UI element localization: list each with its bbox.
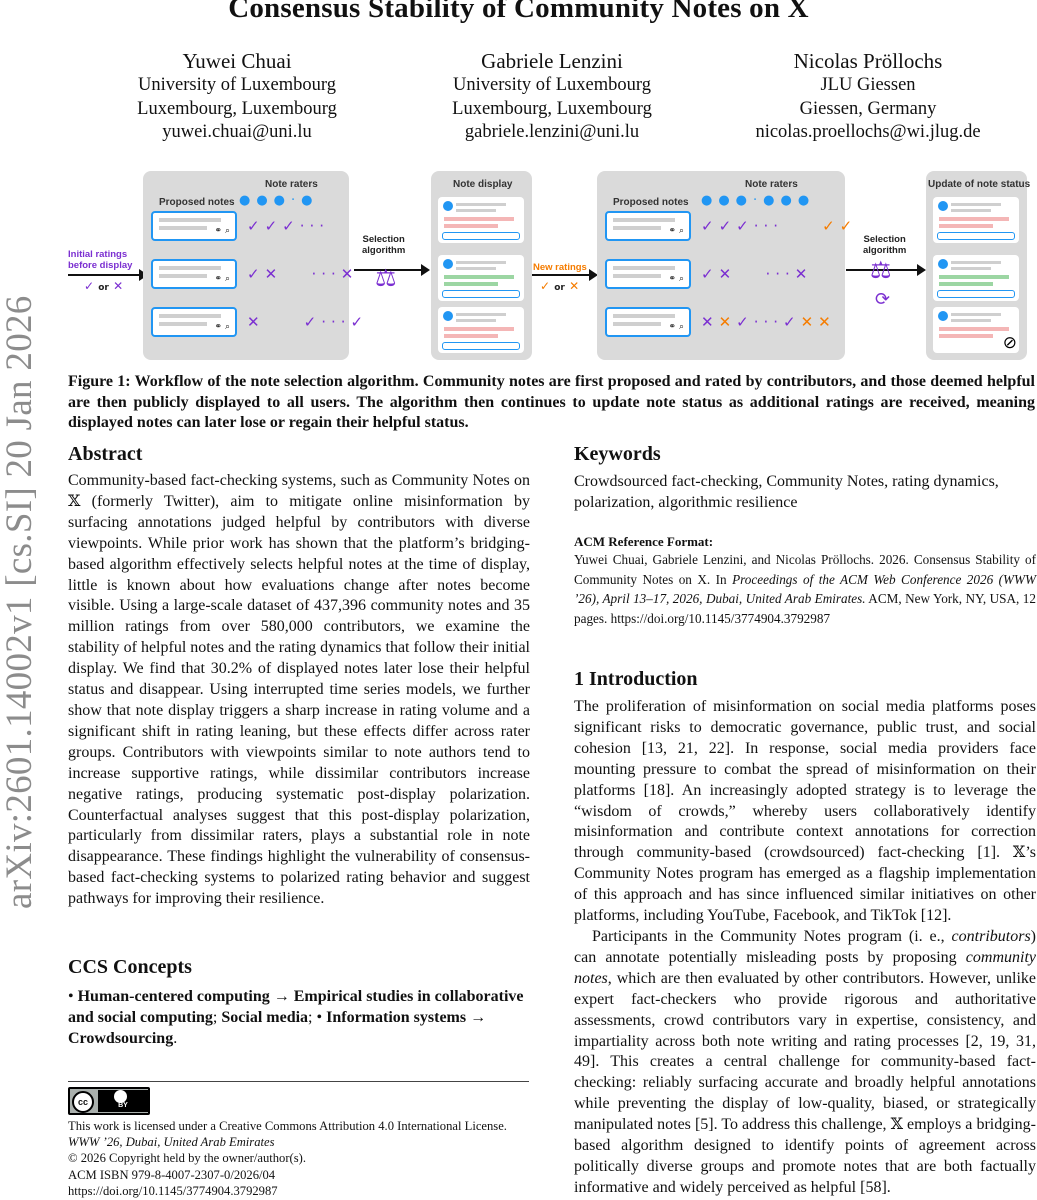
author-location: Luxembourg, Luxembourg <box>137 98 337 119</box>
author-affiliation: JLU Giessen <box>820 75 916 95</box>
raters-icon: ●●●·●●● <box>701 193 816 208</box>
paper-title: Consensus Stability of Community Notes o… <box>228 0 809 24</box>
displayed-note-card <box>933 255 1019 301</box>
acm-reference: Yuwei Chuai, Gabriele Lenzini, and Nicol… <box>574 552 1036 626</box>
introduction-heading: 1 Introduction <box>574 668 698 690</box>
note-card: ⚭ ⌕ <box>605 211 691 241</box>
proposed-notes-panel: Proposed notes Note raters ●●●·●●● ⚭ ⌕ ⚭… <box>597 171 852 360</box>
flow-arrow <box>846 264 926 276</box>
selection-algorithm-label: Selection algorithm <box>863 234 907 256</box>
figure-caption: Figure 1: Workflow of the note selection… <box>68 373 1035 431</box>
displayed-note-card <box>438 255 524 301</box>
displayed-note-card <box>438 197 524 243</box>
ccs-item: Social media <box>221 1009 309 1026</box>
workflow-figure: Initial ratings before display ✓ or ✕ Pr… <box>66 168 1036 364</box>
scale-icon: ⚖ <box>870 256 892 284</box>
abstract-heading: Abstract <box>68 443 143 465</box>
new-ratings-label: New ratings <box>533 262 587 273</box>
intro-paragraph: Participants in the Community Notes prog… <box>574 927 1036 1196</box>
author-block-1: Yuwei Chuai University of Luxembourg Lux… <box>87 48 387 145</box>
license-info: This work is licensed under a Creative C… <box>68 1118 538 1199</box>
abstract-text: Community-based fact-checking systems, s… <box>68 472 530 908</box>
author-name: Nicolas Pröllochs <box>793 49 943 73</box>
copyright-line: © 2026 Copyright held by the owner/autho… <box>68 1151 306 1166</box>
panel-title: Proposed notes <box>159 197 235 208</box>
author-location: Giessen, Germany <box>799 98 937 119</box>
note-card: ⚭ ⌕ <box>151 211 237 241</box>
note-card: ⚭ ⌕ <box>605 259 691 289</box>
panel-title: Proposed notes <box>613 197 689 208</box>
author-affiliation: University of Luxembourg <box>138 75 336 95</box>
rating-marks: ✓✓✓··· ✓✓ <box>701 217 858 235</box>
acm-reference-heading: ACM Reference Format: <box>574 534 714 549</box>
panel-title: Note display <box>453 179 513 190</box>
isbn-line: ACM ISBN 979-8-4007-2307-0/2026/04 <box>68 1167 276 1182</box>
hidden-note-card: ⊘ <box>933 307 1019 353</box>
note-card: ⚭ ⌕ <box>151 307 237 337</box>
keywords-text: Crowdsourced fact-checking, Community No… <box>574 473 999 511</box>
panel-title: Note raters <box>265 179 318 190</box>
rating-marks: ✕✕✓···✓✕✕ <box>701 313 836 331</box>
ccs-item: Information systems → Crowdsourcing <box>68 1009 487 1047</box>
author-location: Luxembourg, Luxembourg <box>452 98 652 119</box>
initial-or-marks: ✓ or ✕ <box>84 279 124 293</box>
flow-arrow <box>354 264 430 276</box>
author-email[interactable]: gabriele.lenzini@uni.lu <box>464 122 640 142</box>
rating-marks: ✓✕ ···✕ <box>701 265 813 283</box>
proposed-notes-panel: Proposed notes Note raters ●●●·● ⚭ ⌕ ⚭ ⌕… <box>143 171 363 360</box>
keywords-heading: Keywords <box>574 443 661 465</box>
author-block-2: Gabriele Lenzini University of Luxembour… <box>402 48 702 145</box>
refresh-icon: ⟳ <box>875 289 891 310</box>
update-status-panel: Update of note status ⊘ <box>926 171 1031 360</box>
rating-marks: ✓✕ ···✕ <box>247 265 359 283</box>
author-name: Yuwei Chuai <box>182 49 292 73</box>
scale-icon: ⚖ <box>375 264 397 292</box>
rating-marks: ✕ ✓···✓ <box>247 313 369 331</box>
flow-arrow <box>68 269 148 281</box>
check-icon: ✓ <box>84 279 95 293</box>
arxiv-identifier: arXiv:2601.14002v1 [cs.SI] 20 Jan 2026 <box>0 295 40 909</box>
cc-icon: cc <box>72 1091 94 1113</box>
flow-arrow <box>532 269 598 281</box>
author-affiliation: University of Luxembourg <box>453 75 651 95</box>
displayed-note-card <box>438 307 524 353</box>
check-icon: ✓ <box>540 279 551 293</box>
note-display-panel: Note display <box>431 171 532 360</box>
ccs-concepts: • Human-centered computing → Empirical s… <box>68 988 524 1047</box>
initial-ratings-label: Initial ratings before display <box>68 249 133 271</box>
selection-algorithm-label: Selection algorithm <box>362 234 406 256</box>
panel-title: Note raters <box>745 179 798 190</box>
author-name: Gabriele Lenzini <box>481 49 623 73</box>
displayed-note-card <box>933 197 1019 243</box>
doi-link[interactable]: https://doi.org/10.1145/3774904.3792987 <box>68 1183 278 1198</box>
license-divider <box>68 1081 529 1082</box>
note-card: ⚭ ⌕ <box>605 307 691 337</box>
author-email[interactable]: yuwei.chuai@uni.lu <box>162 122 312 142</box>
introduction-text: The proliferation of misinformation on s… <box>574 697 1036 1199</box>
note-card: ⚭ ⌕ <box>151 259 237 289</box>
hidden-eye-icon: ⊘ <box>1002 333 1017 353</box>
cc-by-license-badge[interactable]: cc BY <box>68 1087 150 1115</box>
license-statement: This work is licensed under a Creative C… <box>68 1119 507 1133</box>
person-icon <box>114 1090 127 1103</box>
new-or-marks: ✓ or ✕ <box>540 279 580 293</box>
author-block-3: Nicolas Pröllochs JLU Giessen Giessen, G… <box>718 48 1018 145</box>
ccs-item: Human-centered computing → Empirical stu… <box>68 988 524 1026</box>
ccs-heading: CCS Concepts <box>68 956 192 978</box>
raters-icon: ●●●·● <box>239 193 319 208</box>
conference-info: WWW ’26, Dubai, United Arab Emirates <box>68 1135 275 1150</box>
cross-icon: ✕ <box>569 279 580 293</box>
panel-title: Update of note status <box>928 179 1031 190</box>
intro-paragraph: The proliferation of misinformation on s… <box>574 698 1036 925</box>
author-email[interactable]: nicolas.proellochs@wi.jlug.de <box>755 122 981 142</box>
cross-icon: ✕ <box>113 279 124 293</box>
rating-marks: ✓✓✓··· <box>247 217 330 235</box>
